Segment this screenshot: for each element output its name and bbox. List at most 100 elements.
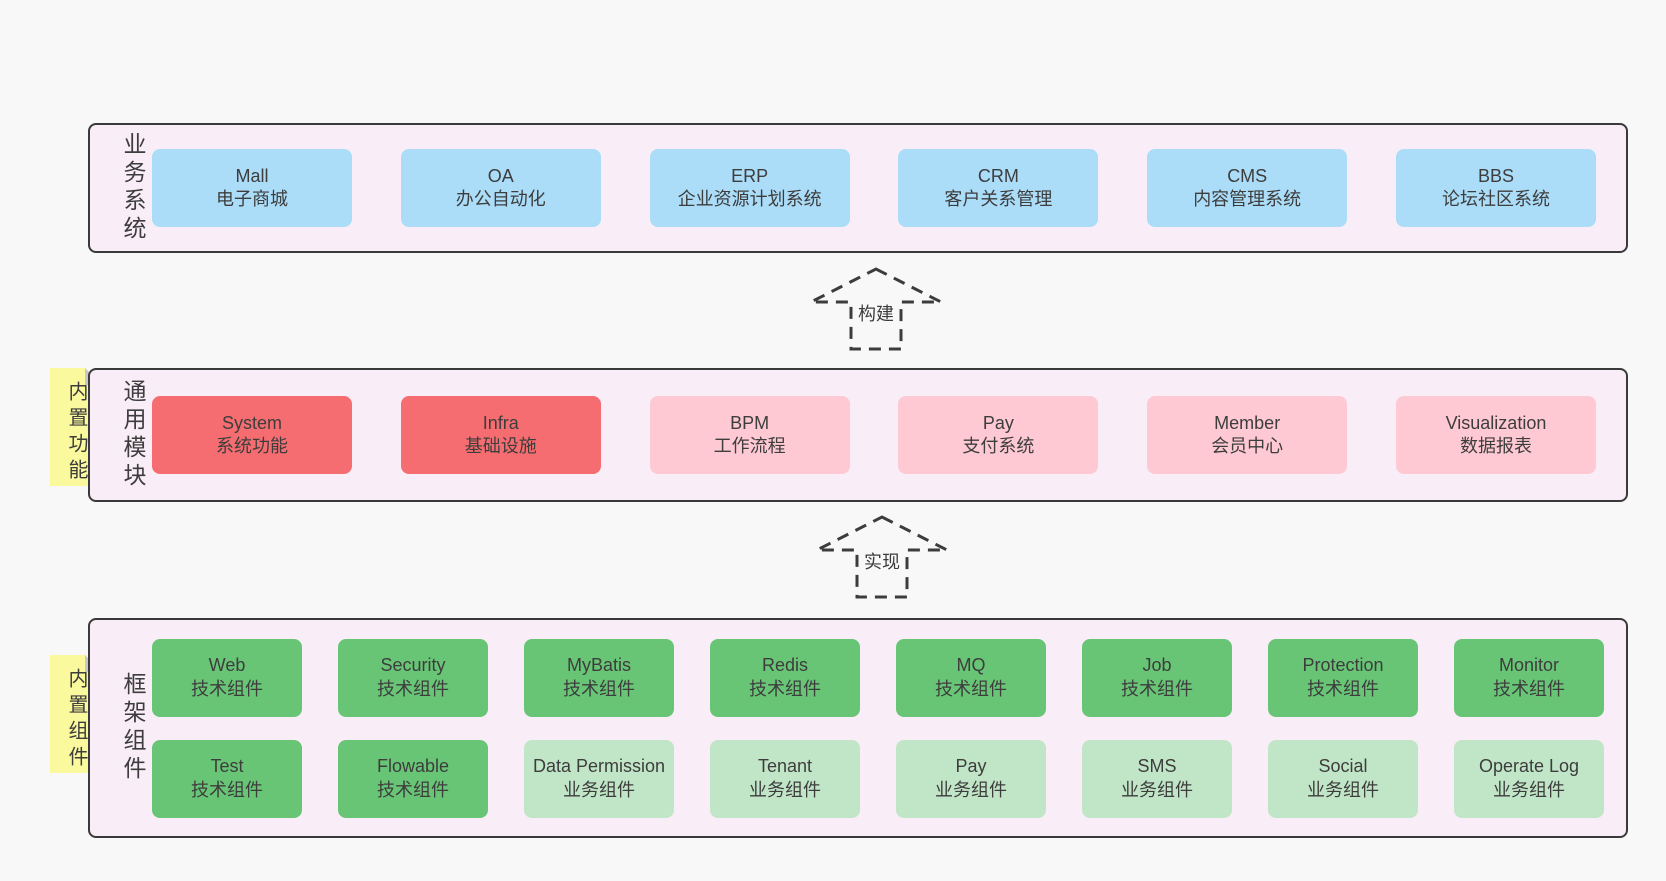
box-desc: 技术组件 [191,779,263,800]
box-desc: 业务组件 [1121,779,1193,800]
band-title: 通用模块 [120,379,146,491]
box-name: Mall [235,165,269,186]
box-tenant: Tenant 业务组件 [710,739,860,818]
arrow-label: 实现 [862,548,902,574]
box-desc: 技术组件 [563,678,635,699]
box-desc: 业务组件 [1493,779,1565,800]
box-desc: 内容管理系统 [1193,189,1302,209]
framework-row-2: Test 技术组件 Flowable 技术组件 Data Permission … [152,739,1604,818]
box-name: Tenant [757,756,813,777]
box-name: Flowable [376,756,450,777]
box-desc: 电子商城 [216,189,288,209]
box-social: Social 业务组件 [1268,739,1418,818]
box-sms: SMS 业务组件 [1082,739,1232,818]
arrow-build: 构建 [808,266,944,352]
box-name: Social [1318,756,1368,777]
box-name: Job [1142,655,1172,676]
box-bpm: BPM 工作流程 [649,396,850,474]
box-member: Member 会员中心 [1147,396,1348,474]
box-name: Operate Log [1478,756,1580,777]
box-name: MQ [956,655,986,676]
box-name: SMS [1137,756,1177,777]
box-desc: 技术组件 [1493,678,1565,699]
box-desc: 基础设施 [464,436,537,456]
box-visualization: Visualization 数据报表 [1395,396,1596,474]
box-desc: 办公自动化 [455,189,546,209]
common-modules-band: 通用模块 System 系统功能 Infra 基础设施 BPM 工作流程 Pay… [88,368,1628,502]
box-name: Member [1214,412,1281,433]
up-arrow-icon [810,267,942,351]
box-name: BBS [1477,165,1514,186]
box-desc: 技术组件 [749,678,821,699]
box-desc: 客户关系管理 [944,189,1053,209]
box-desc: 数据报表 [1459,436,1532,456]
band-title: 框架组件 [120,672,146,784]
box-name: Monitor [1498,655,1560,676]
box-desc: 业务组件 [749,779,821,800]
box-name: ERP [731,165,769,186]
box-name: Redis [761,655,809,676]
box-desc: 企业资源计划系统 [677,189,822,209]
box-desc: 论坛社区系统 [1441,189,1550,209]
box-desc: 技术组件 [1307,678,1379,699]
box-name: CRM [977,165,1019,186]
box-data-permission: Data Permission 业务组件 [524,739,674,818]
box-monitor: Monitor 技术组件 [1454,638,1604,717]
box-oa: OA 办公自动化 [400,149,601,227]
box-name: Test [210,756,244,777]
business-systems-band: 业务系统 Mall 电子商城 OA 办公自动化 ERP 企业资源计划系统 CRM… [88,123,1628,253]
box-desc: 技术组件 [377,779,449,800]
box-flowable: Flowable 技术组件 [338,739,488,818]
box-name: MyBatis [566,655,631,676]
framework-rows: Web 技术组件 Security 技术组件 MyBatis 技术组件 Redi… [144,638,1626,818]
framework-components-band: 框架组件 Web 技术组件 Security 技术组件 MyBatis 技术组件… [88,618,1628,838]
box-desc: 业务组件 [1307,779,1379,800]
box-name: System [221,412,282,433]
box-system: System 系统功能 [152,396,352,474]
box-name: Infra [482,412,519,433]
box-job: Job 技术组件 [1082,638,1232,717]
box-name: Pay [982,412,1014,433]
business-boxes: Mall 电子商城 OA 办公自动化 ERP 企业资源计划系统 CRM 客户关系… [144,149,1626,227]
box-name: BPM [730,412,770,433]
arrow-implement: 实现 [814,514,950,600]
box-desc: 工作流程 [713,436,786,456]
box-name: Web [208,655,246,676]
box-name: OA [487,165,514,186]
box-security: Security 技术组件 [338,638,488,717]
box-desc: 业务组件 [563,779,635,800]
box-bbs: BBS 论坛社区系统 [1395,149,1596,227]
box-name: Visualization [1445,412,1547,433]
box-name: Security [380,655,446,676]
box-desc: 技术组件 [191,678,263,699]
box-desc: 技术组件 [935,678,1007,699]
box-desc: 业务组件 [935,779,1007,800]
arrow-label: 构建 [856,300,896,326]
box-name: Data Permission [532,756,666,777]
box-protection: Protection 技术组件 [1268,638,1418,717]
box-operate-log: Operate Log 业务组件 [1454,739,1604,818]
box-crm: CRM 客户关系管理 [898,149,1099,227]
box-mq: MQ 技术组件 [896,638,1046,717]
box-cms: CMS 内容管理系统 [1147,149,1348,227]
box-desc: 系统功能 [216,436,288,456]
band-title: 业务系统 [120,132,146,244]
box-name: Pay [955,756,987,777]
sticky-note-label: 内置组件 [65,668,87,772]
box-desc: 技术组件 [1121,678,1193,699]
common-boxes: System 系统功能 Infra 基础设施 BPM 工作流程 Pay 支付系统… [144,396,1626,474]
box-erp: ERP 企业资源计划系统 [649,149,850,227]
up-arrow-icon [816,515,948,599]
box-mybatis: MyBatis 技术组件 [524,638,674,717]
box-test: Test 技术组件 [152,739,302,818]
framework-row-1: Web 技术组件 Security 技术组件 MyBatis 技术组件 Redi… [152,638,1604,717]
box-mall: Mall 电子商城 [152,149,352,227]
box-pay-component: Pay 业务组件 [896,739,1046,818]
box-desc: 支付系统 [962,436,1035,456]
sticky-note-label: 内置功能 [65,381,87,485]
box-name: Protection [1302,655,1384,676]
box-redis: Redis 技术组件 [710,638,860,717]
box-name: CMS [1227,165,1268,186]
box-desc: 技术组件 [377,678,449,699]
